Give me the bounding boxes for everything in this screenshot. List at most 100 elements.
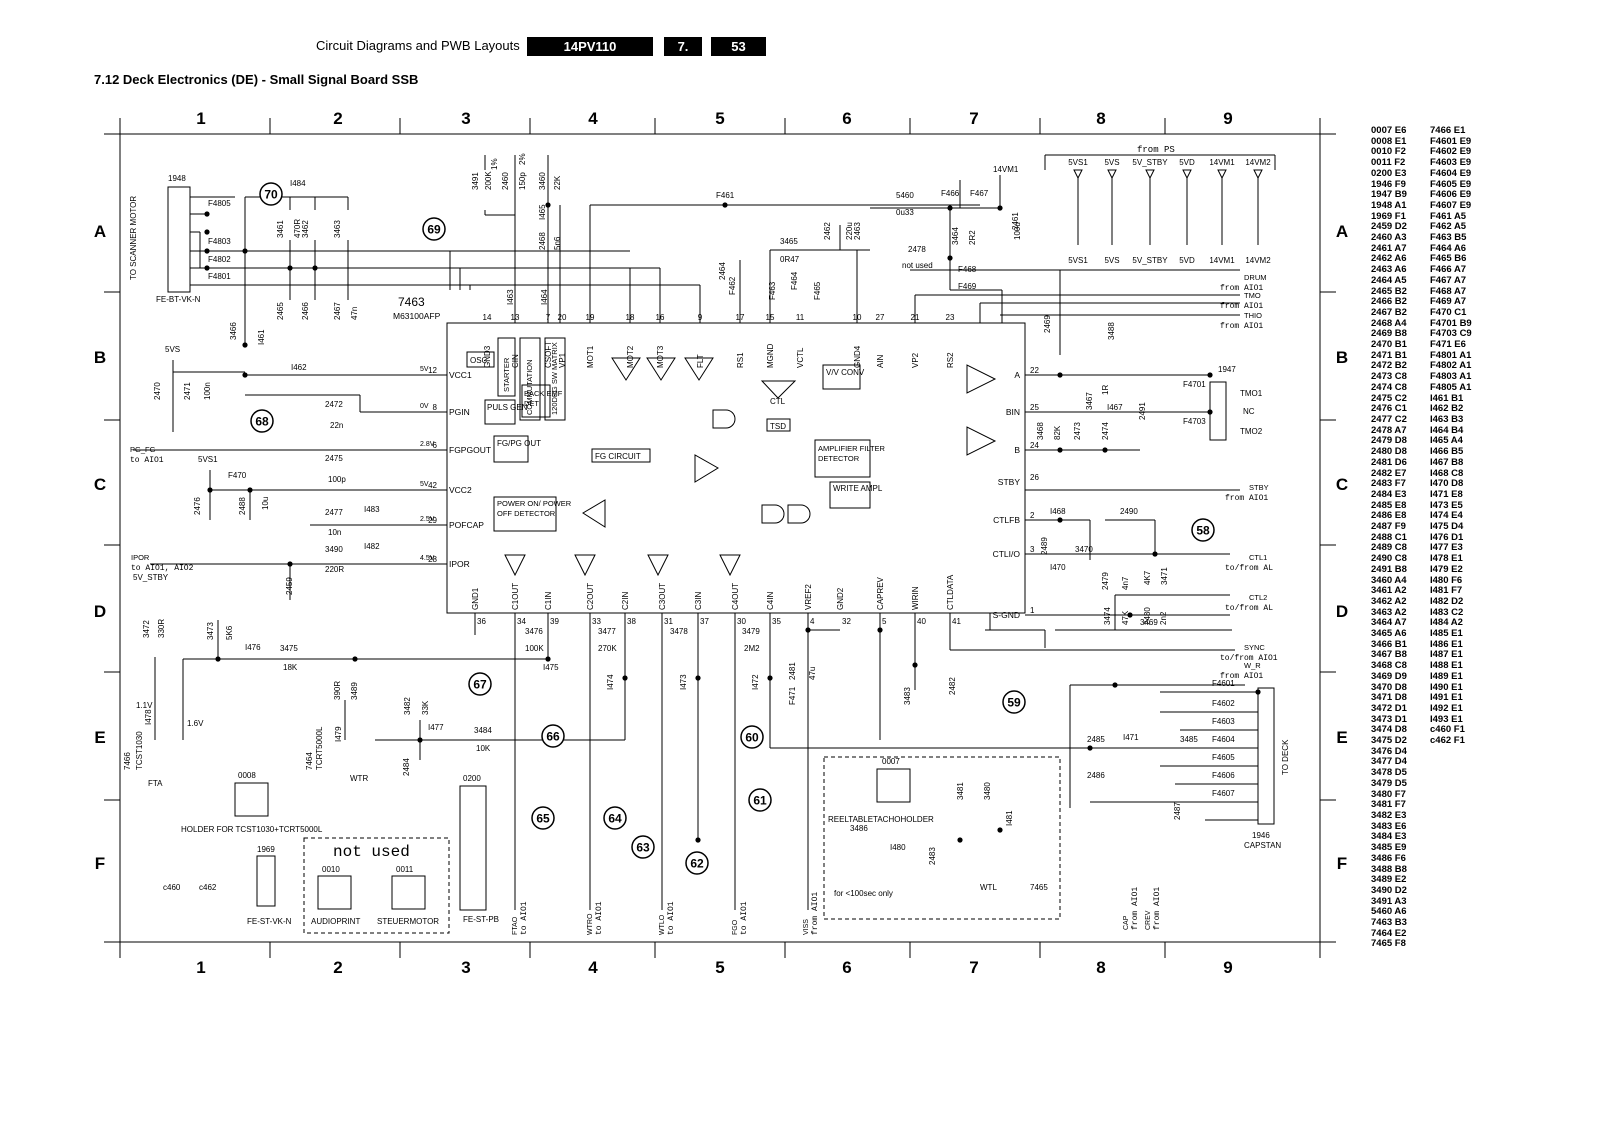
callout-number: 61 xyxy=(753,794,767,808)
component-ref: 2461 xyxy=(1011,212,1020,230)
ic-internal-blocks xyxy=(466,337,997,577)
junction-dot xyxy=(997,827,1003,833)
callout-number: 67 xyxy=(473,678,487,692)
supply-rail-top: 14VM2 xyxy=(1245,158,1271,167)
ic-block-label: FG CIRCUIT xyxy=(595,452,641,461)
component-ref: c462 xyxy=(199,883,217,892)
component-ref: 3475 xyxy=(280,644,298,653)
component-ref: F465 xyxy=(813,281,822,300)
junction-dot xyxy=(622,675,628,681)
grid-col-label-top: 5 xyxy=(715,109,724,128)
ic-pin-name: VCTL xyxy=(796,347,805,368)
ic-ref: 7463 xyxy=(398,295,425,309)
ic-pin-name: C3IN xyxy=(694,592,703,610)
junction-dot xyxy=(947,255,953,261)
ic-pin-name: GND2 xyxy=(836,587,845,610)
callout-number: 66 xyxy=(546,730,560,744)
component-ref: F4803 xyxy=(208,237,231,246)
ic-pin-name: S-GND xyxy=(993,610,1020,620)
component-ref: I475 xyxy=(543,663,559,672)
callout-number: 64 xyxy=(608,812,622,826)
junction-dot xyxy=(204,229,210,235)
component-ref: 5V_STBY xyxy=(133,573,169,582)
grid-col-label-top: 2 xyxy=(333,109,342,128)
component-ref: WTL xyxy=(980,883,997,892)
junction-dot xyxy=(242,248,248,254)
ic-pin-voltage: 4.5V xyxy=(420,555,435,562)
component-ref: 100p xyxy=(328,475,346,484)
junction-dot xyxy=(695,675,701,681)
component-ref: I468 xyxy=(1050,507,1066,516)
ic-block-label: V/V CONV xyxy=(826,368,865,377)
component-ref: 100u xyxy=(1013,222,1022,240)
grid-col-label-top: 6 xyxy=(842,109,851,128)
ic-pin-number: 18 xyxy=(626,313,635,322)
supply-rail-top: 14VM1 xyxy=(1209,158,1235,167)
ic-pin-number: 27 xyxy=(876,313,885,322)
ic-pin-number: 24 xyxy=(1030,441,1039,450)
component-ref: 7466 xyxy=(123,752,132,770)
component-ref: 10K xyxy=(476,744,491,753)
grid-row-label-right: A xyxy=(1336,222,1348,241)
junction-dot xyxy=(877,627,883,633)
junction-dot xyxy=(204,265,210,271)
ic-block-label: DETECTOR xyxy=(818,454,860,463)
signal-name: CAP xyxy=(1123,915,1130,930)
holder-0010 xyxy=(317,875,352,910)
component-ref: 47K xyxy=(1121,610,1130,625)
component-ref: 2489 xyxy=(1040,537,1049,555)
component-ref: F469 xyxy=(958,282,977,291)
ic-pin-number: 19 xyxy=(586,313,595,322)
signal-name: CREV xyxy=(1145,910,1152,930)
ic-block-label: OFF DETECTOR xyxy=(497,509,556,518)
component-ref: 3485 xyxy=(1180,735,1198,744)
component-ref: F462 xyxy=(728,276,737,295)
component-index-column-2: 7466 E1 F4601 E9 F4602 E9 F4603 E9 F4604… xyxy=(1430,125,1472,747)
ic-7463-body xyxy=(446,322,1026,614)
signal-direction: to AIO1 xyxy=(595,901,604,935)
callout-bubble xyxy=(748,788,772,812)
component-ref: 3472 xyxy=(142,620,151,638)
signal-name: THIO xyxy=(1244,311,1262,320)
supply-rail-top: 5VS1 xyxy=(1068,158,1088,167)
ic-pin-name: VP2 xyxy=(911,352,920,368)
component-ref: I478 xyxy=(144,709,153,725)
callout-bubble xyxy=(541,724,565,748)
junction-dot xyxy=(545,656,551,662)
callout-number: 60 xyxy=(745,731,759,745)
component-ref: REELTABLETACHOHOLDER xyxy=(828,815,934,824)
ic-pin-voltage: 2.5V xyxy=(420,516,435,523)
component-ref: 1948 xyxy=(168,174,186,183)
component-ref: F471 xyxy=(788,686,797,705)
signal-direction: from AIO1 xyxy=(1220,672,1263,681)
component-ref: 0010 xyxy=(322,865,340,874)
ic-block-label: DET xyxy=(524,399,539,408)
component-ref: NC xyxy=(1243,407,1255,416)
grid-row-label-left: F xyxy=(95,854,105,873)
component-ref: 7465 xyxy=(1030,883,1048,892)
component-ref: 1.6V xyxy=(187,719,204,728)
grid-col-label-bottom: 7 xyxy=(969,958,978,977)
ic-pin-name: VCC1 xyxy=(449,370,472,380)
component-ref: I484 xyxy=(290,179,306,188)
component-ref: 100K xyxy=(525,644,544,653)
component-ref: I472 xyxy=(751,674,760,690)
component-ref: F4805 xyxy=(208,199,231,208)
junction-dot xyxy=(1112,682,1118,688)
callout-number: 58 xyxy=(1196,524,1210,538)
component-ref: 2480 xyxy=(1143,607,1152,625)
ic-pin-name: C1IN xyxy=(544,592,553,610)
ic-pin-number: 33 xyxy=(592,617,601,626)
callout-bubble xyxy=(259,182,283,206)
signal-name: IPOR xyxy=(131,553,150,562)
ic-pin-name: C1OUT xyxy=(511,583,520,610)
grid-row-label-left: E xyxy=(94,728,105,747)
connector-1947 xyxy=(1209,381,1227,441)
component-ref: 2471 xyxy=(183,382,192,400)
component-ref: 3482 xyxy=(403,697,412,715)
connector-0200 xyxy=(459,785,487,911)
junction-dot xyxy=(722,202,728,208)
component-ref: TO SCANNER MOTOR xyxy=(129,196,138,280)
ic-pin-name: GND1 xyxy=(471,587,480,610)
component-ref: 2483 xyxy=(928,847,937,865)
